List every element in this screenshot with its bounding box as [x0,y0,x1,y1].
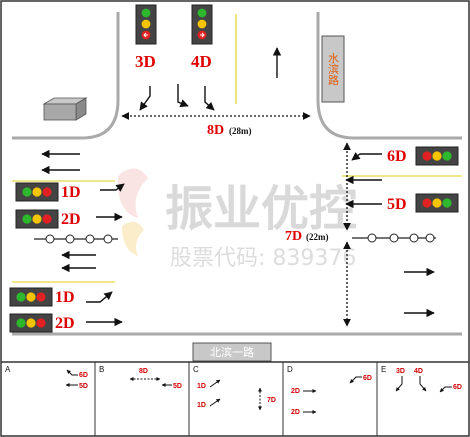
stage-c-label-3: 7D [267,397,276,404]
curb-northwest [12,12,120,140]
label-6D: 6D [387,148,407,165]
north-street-label: 水滨路 [327,52,340,86]
stage-letter-e: E [381,365,386,374]
label-4D: 4D [191,52,212,71]
label-5D: 5D [387,196,407,213]
signal-head-2D-upper [15,209,59,229]
stage-a-label-1: 6D [79,372,88,379]
label-8D: 8D [207,123,224,138]
stage-panel-e: E 3D 4D 6D [381,365,462,393]
signal-head-1D-lower [9,287,53,307]
south-street-label: 北滨一路 [210,345,254,359]
label-1D-upper: 1D [61,184,81,201]
crosswalk-beads-west [34,234,118,244]
label-3D: 3D [135,52,156,71]
label-7D-group: 7D (22m) [285,229,329,244]
stage-c-label-1: 1D [197,383,206,390]
arrow-north-right-turn-a [177,84,189,108]
stage-panels: A 6D 5D B 8D 5D C 1D 1D 7D D 6 [1,361,469,436]
label-8D-unit: (28m) [229,126,252,136]
watermark-logo [117,168,148,218]
arrow-west-1D-lower [86,291,113,303]
watermark-logo-accent [122,221,144,256]
crosswalk-beads-east [352,233,436,243]
arrow-north-right-turn-b [204,86,215,111]
signal-head-4D [191,4,213,45]
label-1D-lower: 1D [55,289,75,306]
stage-letter-c: C [193,365,199,374]
stage-letter-a: A [5,365,11,374]
south-street-sign: 北滨一路 [192,342,272,362]
label-7D: 7D [285,229,302,244]
signal-head-6D [415,146,459,166]
label-2D-lower: 2D [55,315,75,332]
stage-d-label-3: 2D [291,409,300,416]
stage-panel-b: B 8D 5D [99,365,182,390]
curb-northeast [316,12,462,140]
watermark-subtitle: 股票代码: 839376 [170,246,356,271]
north-street-sign: 水滨路 [321,35,345,103]
signal-head-1D-upper [15,182,59,202]
arrow-west-1D-upper [100,183,125,192]
stage-d-label-2: 2D [291,388,300,395]
stage-a-label-2: 5D [79,383,88,390]
stage-b-label-1: 8D [139,368,148,375]
road-curbs [12,12,462,336]
stage-c-label-2: 1D [197,402,206,409]
stage-panel-c: C 1D 1D 7D [193,365,276,411]
label-2D-upper: 2D [61,211,81,228]
phase-labels: 3D 4D 6D 5D 1D 2D 1D 2D [55,52,407,332]
controller-cabinet-icon [42,97,88,121]
signal-head-2D-lower [9,313,53,333]
arrow-east-6D [351,152,382,161]
stage-panel-d: D 6D 2D 2D [287,365,372,416]
label-7D-unit: (22m) [306,232,329,242]
stage-d-label-1: 6D [363,375,372,382]
stage-b-label-2: 5D [173,383,182,390]
watermark: 振业优控 股票代码: 839376 [117,168,357,271]
lane-arrows [41,47,435,327]
stage-panel-a: A 6D 5D [5,365,88,390]
stage-e-label-3: 6D [453,384,462,391]
signal-head-5D [415,193,459,213]
watermark-title: 振业优控 [165,181,357,237]
stage-e-label-1: 3D [396,368,405,375]
arrow-north-left-turn [139,86,151,111]
signal-head-3D [135,4,157,45]
stage-letter-b: B [99,365,104,374]
label-8D-group: 8D (28m) [207,123,252,138]
stage-letter-d: D [287,365,293,374]
stage-e-label-2: 4D [414,368,423,375]
center-lines [12,14,462,283]
